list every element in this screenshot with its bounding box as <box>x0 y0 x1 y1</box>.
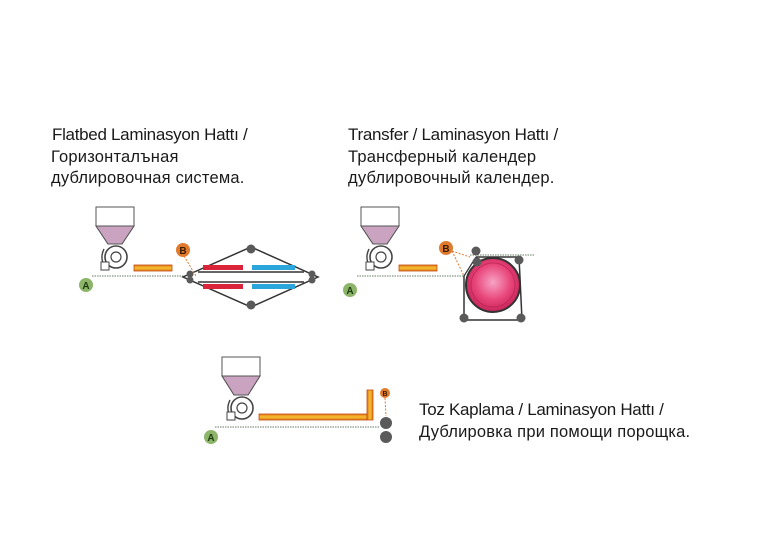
powder-coating-diagram: B A <box>204 356 392 444</box>
calender-drum <box>465 257 521 313</box>
transfer-title-ru-2: дублировочный календер. <box>348 169 555 187</box>
ir-heater-horizontal <box>258 413 368 421</box>
marker-b: B <box>439 241 471 277</box>
flatbed-title-ru-2: дублировочная система. <box>51 169 245 187</box>
double-belt-press <box>181 244 320 310</box>
marker-b: B <box>380 388 390 417</box>
ir-heater-vertical <box>366 389 374 421</box>
marker-a: A <box>204 430 218 444</box>
svg-text:A: A <box>82 281 89 292</box>
flatbed-title-tr: Flatbed Laminasyon Hattı / <box>52 125 248 144</box>
scatter-roller <box>226 396 254 421</box>
cooling-plate-bottom <box>252 284 295 289</box>
cooling-plate-top <box>252 265 295 270</box>
svg-text:B: B <box>442 244 449 255</box>
marker-a: A <box>343 283 357 297</box>
heating-plate-top <box>203 265 243 270</box>
svg-text:B: B <box>179 246 186 257</box>
svg-text:A: A <box>346 286 353 297</box>
transfer-title-tr: Transfer / Laminasyon Hattı / <box>348 125 558 144</box>
powder-title-tr: Toz Kaplama / Laminasyon Hattı / <box>419 400 664 419</box>
marker-b: B <box>176 243 197 277</box>
powder-hopper <box>95 206 135 245</box>
ir-heater <box>133 264 173 272</box>
transfer-calender <box>459 246 535 323</box>
scatter-roller <box>100 245 128 271</box>
ir-heater <box>398 264 438 272</box>
svg-text:A: A <box>207 433 214 444</box>
svg-text:B: B <box>382 391 387 398</box>
heating-plate-bottom <box>203 284 243 289</box>
marker-a: A <box>79 278 93 292</box>
nip-rollers <box>380 417 392 443</box>
transfer-title-ru-1: Трансферный календер <box>348 148 537 166</box>
flatbed-diagram: B A <box>79 206 320 310</box>
transfer-diagram: B A <box>343 206 535 323</box>
powder-title-ru-1: Дублировка при помощи порощка. <box>419 423 691 441</box>
powder-hopper <box>221 356 261 396</box>
powder-hopper <box>360 206 400 245</box>
flatbed-title-ru-1: Горизонталъная <box>51 148 179 166</box>
scatter-roller <box>365 245 393 271</box>
